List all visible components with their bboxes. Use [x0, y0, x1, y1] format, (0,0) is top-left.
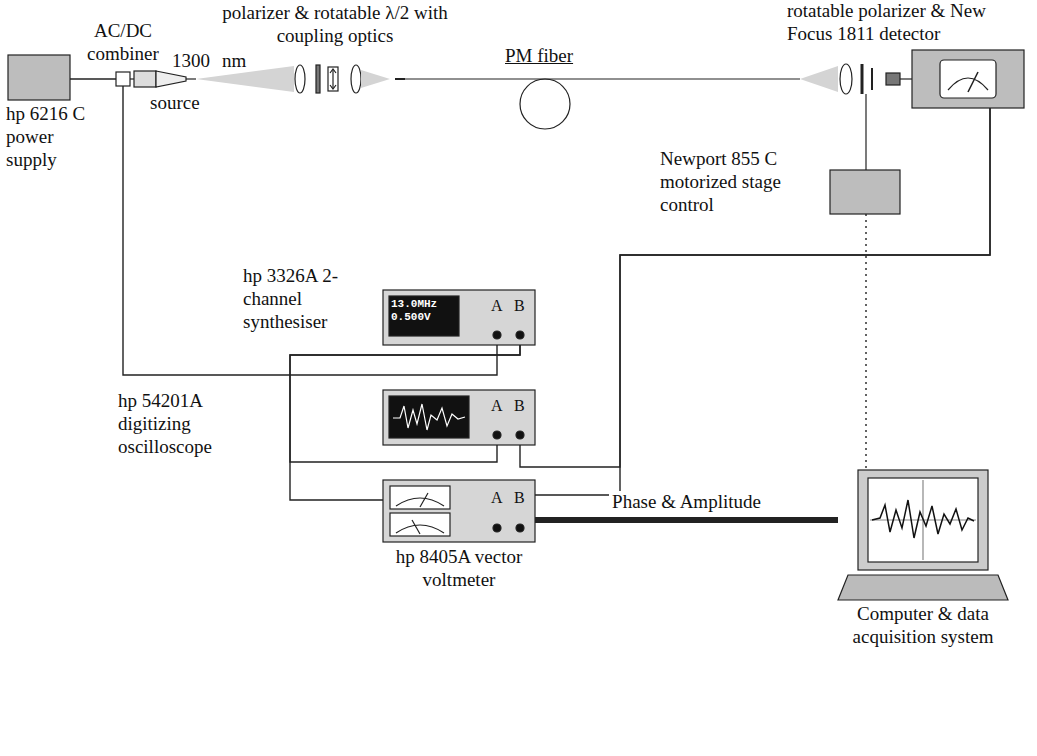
fiber-loop: [520, 79, 570, 129]
channel-label: A: [491, 488, 503, 507]
light-beam: [361, 70, 390, 88]
stage-control-node: Newport 855 C motorized stage control: [830, 170, 900, 214]
oscilloscope-node: hp 54201A digitizing oscilloscopeAB: [383, 390, 535, 445]
signal-wire: [290, 345, 520, 500]
monitor-screen: [868, 478, 978, 562]
lens: [351, 65, 361, 93]
detector-head: [886, 73, 900, 85]
meter-symbol: [940, 60, 996, 98]
channel-label: B: [514, 396, 525, 415]
part-label: nm: [222, 50, 246, 73]
part-label: 1300: [172, 50, 210, 73]
part-label: PM fiber: [505, 45, 573, 68]
polarizer: [871, 68, 873, 90]
light-beam: [800, 66, 838, 92]
signal-wire: [535, 108, 990, 495]
oscilloscope-box: [383, 390, 535, 445]
connector-label: Phase & Amplitude: [609, 491, 764, 514]
scope-screen: [389, 396, 469, 438]
computer-node: Computer & data acquisition system: [838, 470, 1008, 600]
signal-wire: [865, 214, 866, 470]
signal-wire: [520, 108, 990, 467]
display-readout: 13.0MHz: [391, 298, 437, 310]
signal-wire: [535, 517, 838, 523]
display: [389, 296, 459, 336]
voltmeter-node: hp 8405A vector voltmeterAB: [383, 480, 535, 542]
pm-fiber: [405, 78, 800, 79]
power-supply-box: [8, 55, 70, 100]
instrument-label: Computer & data acquisition system: [833, 603, 1013, 649]
stage-drive-line: [865, 94, 866, 170]
synthesiser-node: hp 3326A 2-channel synthesiser13.0MHz0.5…: [383, 290, 535, 345]
instrument-label: rotatable polarizer & New Focus 1811 det…: [787, 0, 1027, 46]
synthesiser-box: [383, 290, 535, 345]
lens: [295, 65, 305, 93]
instrument-label: AC/DC combiner: [78, 20, 168, 66]
display-readout: 0.500V: [391, 311, 431, 323]
channel-label: A: [491, 296, 503, 315]
laser-nose: [156, 71, 186, 87]
meter-symbol: [390, 513, 450, 536]
channel-label: B: [514, 488, 525, 507]
instrument-label: hp 3326A 2-channel synthesiser: [243, 265, 378, 333]
polarizer: [316, 65, 320, 93]
combiner-box: [116, 72, 130, 86]
instrument-label: hp 54201A digitizing oscilloscope: [118, 390, 253, 458]
meter-symbol: [390, 486, 450, 509]
instrument-label: Newport 855 C motorized stage control: [660, 148, 825, 216]
keyboard: [838, 575, 1008, 600]
detector-node: rotatable polarizer & New Focus 1811 det…: [912, 50, 1024, 108]
stage-control-box: [830, 170, 900, 214]
detector-box: [912, 50, 1024, 108]
power-supply-node: hp 6216 C power supply: [8, 55, 70, 100]
channel-label: B: [514, 296, 525, 315]
monitor: [858, 470, 988, 570]
instrument-label: hp 8405A vector voltmeter: [391, 546, 527, 592]
lens: [840, 64, 852, 94]
signal-wire: [290, 345, 520, 462]
part-label: polarizer & rotatable λ/2 with coupling …: [215, 2, 455, 48]
laser-body: [134, 71, 156, 87]
channel-label: A: [491, 396, 503, 415]
combiner-node: AC/DC combiner: [116, 72, 130, 86]
part-label: source: [150, 92, 200, 115]
half-wave-plate: [328, 67, 338, 91]
instrument-label: hp 6216 C power supply: [6, 103, 98, 171]
signal-wire: [70, 78, 116, 79]
signal-wire: [123, 86, 497, 375]
voltmeter-box: [383, 480, 535, 542]
polarizer: [861, 64, 864, 94]
